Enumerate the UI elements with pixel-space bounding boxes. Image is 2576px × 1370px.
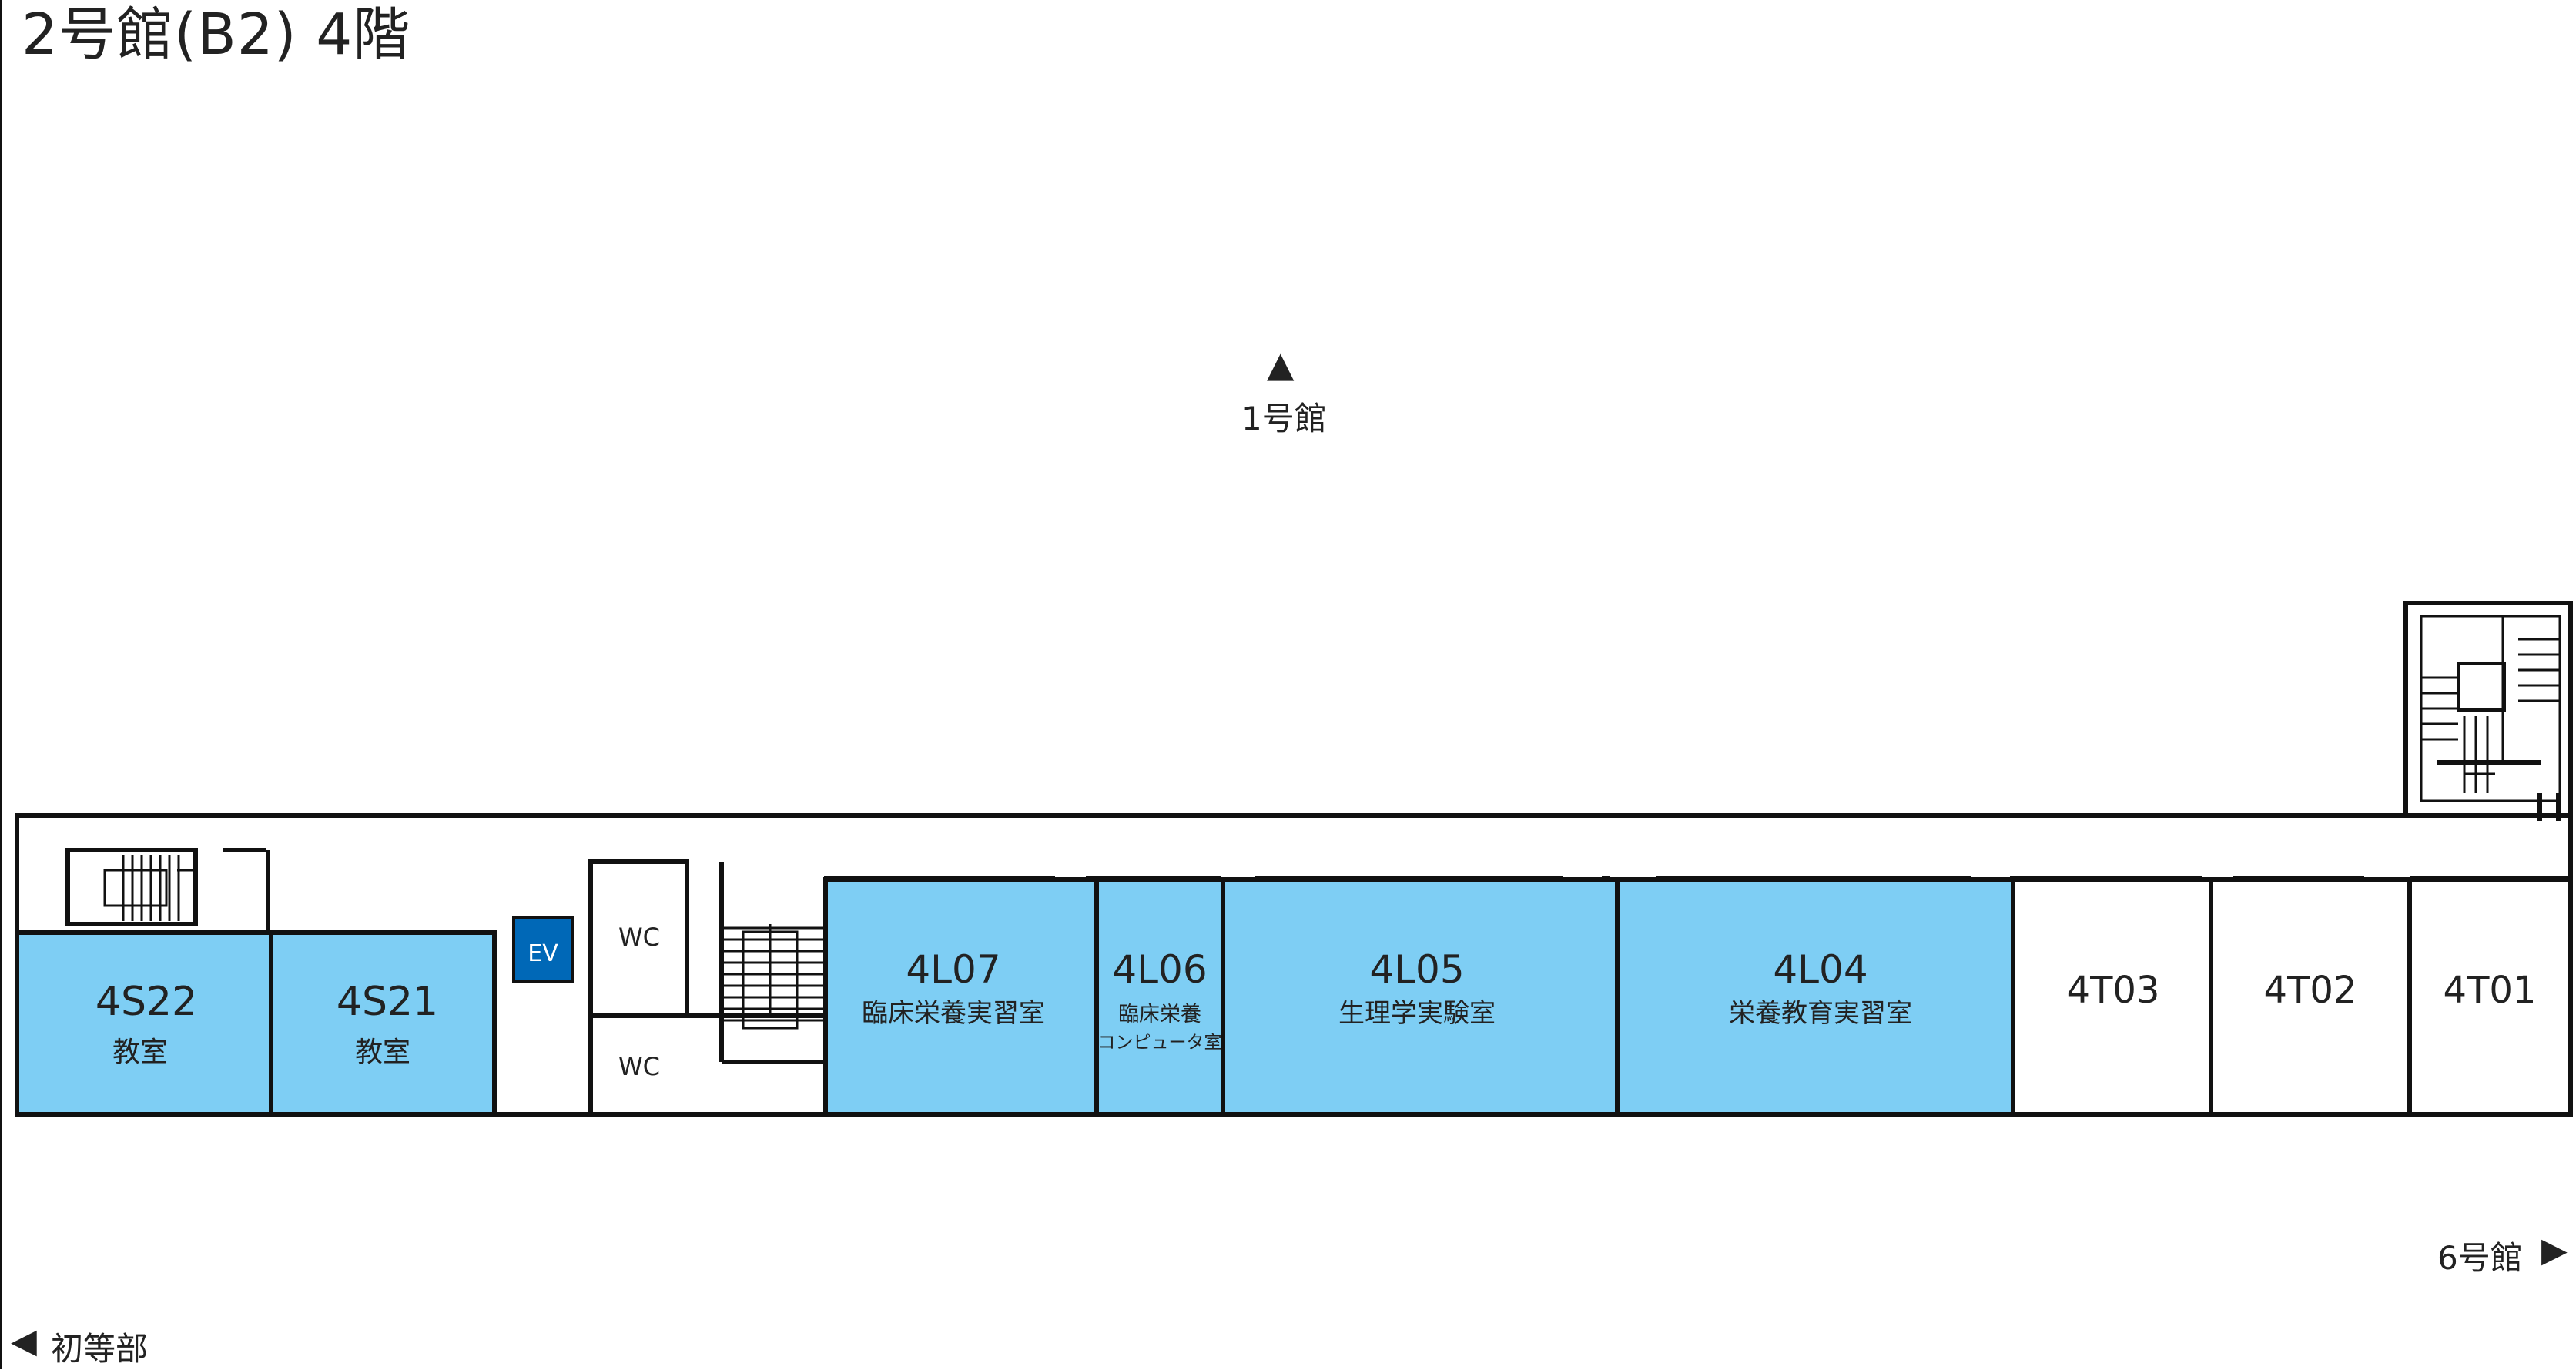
room-4t02-code: 4T02 xyxy=(2264,969,2357,1012)
room-4t02[interactable] xyxy=(2209,877,2412,1117)
left-border-line xyxy=(0,0,2,1369)
room-4l07[interactable] xyxy=(823,877,1099,1117)
room-4l06-code: 4L06 xyxy=(1112,947,1207,992)
room-4s22-name: 教室 xyxy=(112,1037,168,1068)
stairs-ne-icon xyxy=(2420,615,2561,802)
room-4s22-code: 4S22 xyxy=(95,979,197,1025)
wc-upper-label: WC xyxy=(618,923,660,952)
room-4s21-code: 4S21 xyxy=(337,979,438,1025)
room-4t01[interactable] xyxy=(2407,877,2573,1117)
elevator-label: EV xyxy=(528,940,558,967)
stairs-w-icon xyxy=(65,848,198,926)
wc-lower[interactable] xyxy=(588,1013,828,1117)
room-4l05-name: 生理学実験室 xyxy=(1338,998,1496,1029)
east-building-label[interactable]: 6号館 xyxy=(2437,1239,2523,1277)
stairs-center-icon xyxy=(719,862,826,1064)
room-4l04[interactable] xyxy=(1615,877,2015,1117)
door-ne-icon xyxy=(2537,793,2561,821)
west-arrow-icon: ◀ xyxy=(11,1321,37,1361)
room-4l06[interactable] xyxy=(1094,877,1225,1117)
room-4t03-code: 4T03 xyxy=(2067,969,2160,1012)
room-4t03[interactable] xyxy=(2011,877,2213,1117)
wc-upper[interactable] xyxy=(588,859,689,1018)
room-4l06-name-line2: コンピュータ室 xyxy=(1098,1033,1222,1053)
room-4l05[interactable] xyxy=(1221,877,1620,1117)
room-4s22[interactable] xyxy=(15,930,273,1117)
room-4l04-name: 栄養教育実習室 xyxy=(1729,998,1912,1029)
room-4t01-code: 4T01 xyxy=(2444,969,2537,1012)
east-arrow-icon: ▶ xyxy=(2541,1231,2568,1270)
west-building-label[interactable]: 初等部 xyxy=(51,1330,149,1368)
room-4s21-name: 教室 xyxy=(355,1037,410,1068)
wc-lower-label: WC xyxy=(618,1052,660,1081)
north-arrow-icon: ▲ xyxy=(1267,343,1295,385)
room-4l07-code: 4L07 xyxy=(906,947,1000,992)
elevator[interactable] xyxy=(512,916,574,983)
room-4l06-name-line1: 臨床栄養 xyxy=(1118,1003,1201,1027)
floor-title: 2号館(B2) 4階 xyxy=(22,2,411,68)
room-4l05-code: 4L05 xyxy=(1369,947,1464,992)
north-building-label[interactable]: 1号館 xyxy=(1241,400,1327,437)
room-4l04-code: 4L04 xyxy=(1773,947,1868,992)
room-4l07-name: 臨床栄養実習室 xyxy=(862,998,1045,1029)
